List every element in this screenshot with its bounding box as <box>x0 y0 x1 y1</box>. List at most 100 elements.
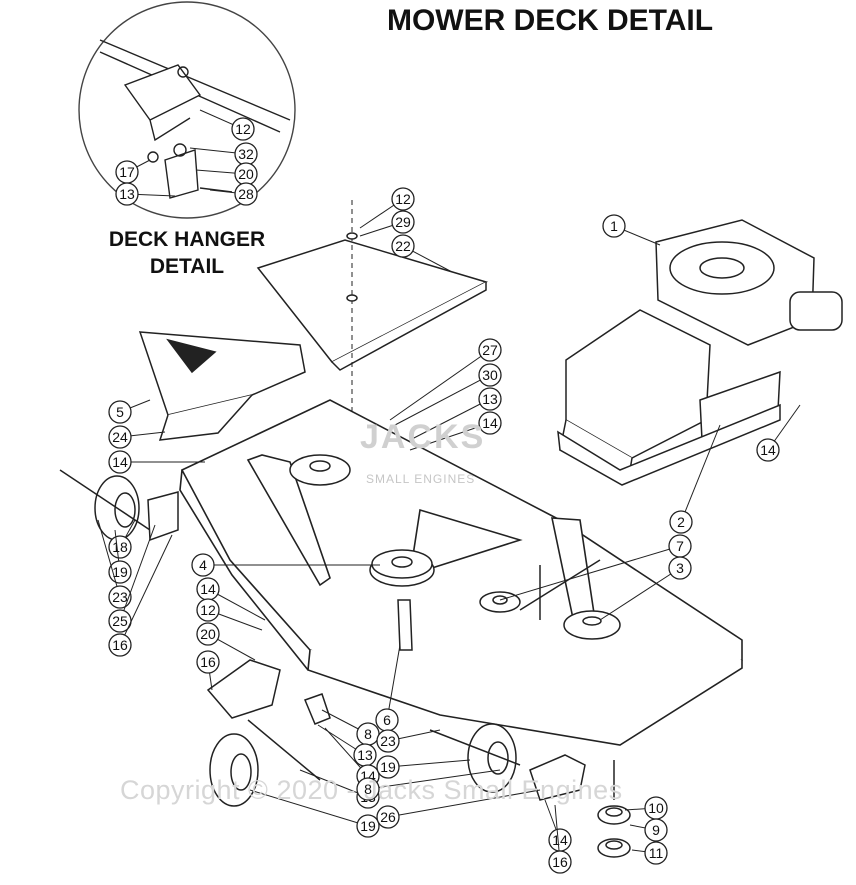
part-callout-8: 8 <box>364 781 372 797</box>
part-callout-14: 14 <box>482 415 498 431</box>
part-callout-19: 19 <box>360 818 376 834</box>
inset-callouts: 12 32 20 17 13 28 <box>115 109 258 206</box>
wheels-and-brackets <box>59 469 631 858</box>
part-callout-20: 20 <box>238 166 254 182</box>
part-callout-32: 32 <box>238 146 254 162</box>
part-callout-13: 13 <box>119 186 135 202</box>
callout-circle <box>391 234 415 258</box>
callout-circle <box>376 729 400 753</box>
callout-circle <box>478 411 502 435</box>
callout-circle <box>356 777 380 801</box>
main-callouts: 1122922273013145241414181923251624731412… <box>97 187 801 874</box>
callout-circle <box>108 585 132 609</box>
callout-circle <box>644 818 668 842</box>
part-callout-10: 10 <box>648 800 664 816</box>
part-callout-17: 17 <box>119 164 135 180</box>
callout-circle <box>234 182 258 206</box>
copyright-watermark: Copyright © 2020 - Jacks Small Engines <box>120 775 623 805</box>
callout-circle <box>108 535 132 559</box>
part-callout-4: 4 <box>199 557 207 573</box>
part-callout-3: 3 <box>676 560 684 576</box>
callout-circle <box>191 553 215 577</box>
part-callout-30: 30 <box>482 367 498 383</box>
part-callout-16: 16 <box>200 654 216 670</box>
part-callout-20: 20 <box>200 626 216 642</box>
callout-circle <box>548 850 572 874</box>
callout-leader-line <box>387 789 541 818</box>
callout-circle <box>108 633 132 657</box>
pulleys <box>289 454 621 651</box>
part-callout-8: 8 <box>364 726 372 742</box>
part-callout-12: 12 <box>235 121 251 137</box>
callout-leader-line <box>599 567 681 621</box>
callout-leader-line <box>97 519 121 598</box>
deck-hanger-label: DECK HANGER DETAIL <box>92 226 282 280</box>
callout-circle <box>602 214 626 238</box>
part-callout-19: 19 <box>112 564 128 580</box>
part-callout-22: 22 <box>395 238 411 254</box>
callout-circle <box>478 338 502 362</box>
callout-leader-line <box>119 524 156 622</box>
callout-leader-line <box>387 759 471 768</box>
callout-circle <box>108 425 132 449</box>
callout-leader-line <box>367 769 501 790</box>
part-callout-9: 9 <box>652 822 660 838</box>
part-callout-14: 14 <box>200 581 216 597</box>
part-callout-6: 6 <box>383 712 391 728</box>
part-callout-13: 13 <box>357 747 373 763</box>
callout-circle <box>196 598 220 622</box>
part-callout-19: 19 <box>380 759 396 775</box>
part-callout-23: 23 <box>380 733 396 749</box>
part-callout-5: 5 <box>116 404 124 420</box>
part-callout-12: 12 <box>200 602 216 618</box>
callout-leader-line <box>389 349 491 421</box>
callout-circle <box>108 400 132 424</box>
part-callout-28: 28 <box>238 186 254 202</box>
callout-circle <box>356 814 380 838</box>
part-callout-23: 23 <box>112 589 128 605</box>
part-callout-16: 16 <box>552 854 568 870</box>
callout-leader-line <box>409 398 491 441</box>
part-callout-18: 18 <box>112 539 128 555</box>
callout-circle <box>669 510 693 534</box>
engine <box>557 219 843 486</box>
belt-guard <box>138 331 306 441</box>
part-callout-14: 14 <box>112 454 128 470</box>
callout-leader-line <box>394 374 491 426</box>
callout-circle <box>478 387 502 411</box>
part-callout-16: 16 <box>112 637 128 653</box>
part-callout-27: 27 <box>482 342 498 358</box>
callout-leader-line <box>499 545 681 601</box>
deck-cover-plate <box>256 200 488 520</box>
part-callout-14: 14 <box>760 442 776 458</box>
callout-circle <box>478 363 502 387</box>
callout-leader-line <box>249 789 369 827</box>
callout-circle <box>376 755 400 779</box>
jacks-logo-subtitle: SMALL ENGINES <box>366 472 476 486</box>
part-callout-11: 11 <box>649 845 664 861</box>
callout-circle <box>231 117 255 141</box>
diagram-title: MOWER DECK DETAIL <box>386 4 714 37</box>
part-callout-7: 7 <box>676 538 684 554</box>
callout-leader-line <box>386 644 401 721</box>
callout-circle <box>644 841 668 865</box>
part-callout-12: 12 <box>395 191 411 207</box>
part-callout-29: 29 <box>395 214 411 230</box>
callout-leader-line <box>299 769 369 798</box>
callout-circle <box>115 182 139 206</box>
part-callout-1: 1 <box>610 218 618 234</box>
callout-leader-line <box>119 534 173 646</box>
callout-circle <box>196 622 220 646</box>
callout-circle <box>196 650 220 674</box>
deck-hanger-label-line-2: DETAIL <box>149 255 225 278</box>
callout-circle <box>391 210 415 234</box>
deck-hanger-label-line-1: DECK HANGER <box>108 228 266 251</box>
part-callout-13: 13 <box>482 391 498 407</box>
callout-circle <box>756 438 780 462</box>
callout-leader-line <box>409 422 491 451</box>
part-callout-2: 2 <box>677 514 685 530</box>
callout-circle <box>668 556 692 580</box>
deck-hanger-inset <box>78 1 296 219</box>
